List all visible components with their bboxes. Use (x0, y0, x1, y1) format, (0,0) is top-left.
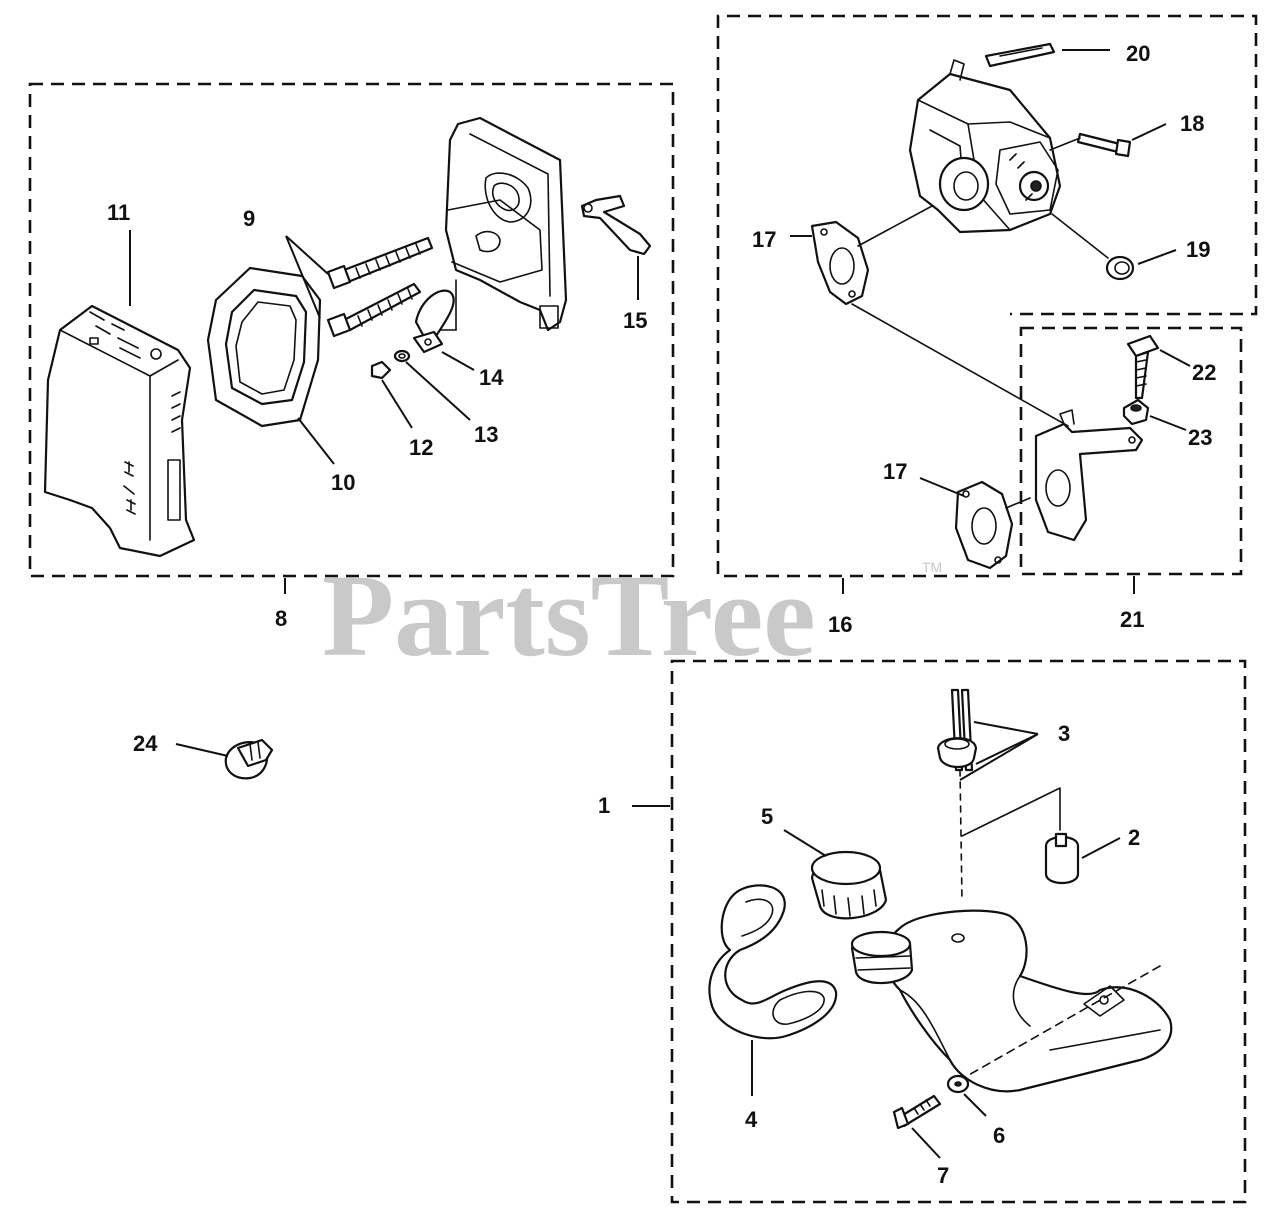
callout-15: 15 (623, 308, 647, 333)
assembly-box-air-filter (28, 82, 675, 578)
carburetor-body (908, 59, 1062, 234)
part-12-nut (370, 360, 392, 380)
callout-10: 10 (331, 470, 355, 495)
assembly-box-fuel-tank (670, 659, 1247, 1204)
part-3-fuel-lines-grommet (936, 688, 1061, 901)
part-14-choke-plate (412, 289, 455, 354)
part-10-filter-element (206, 266, 322, 428)
part-4-cap-retainer (708, 884, 838, 1096)
air-filter-base (439, 116, 568, 332)
part-22-screw (1126, 334, 1191, 400)
fuel-tank (850, 909, 1173, 1093)
callout-20: 20 (1126, 41, 1150, 66)
leader-10 (297, 417, 335, 465)
callout-22: 22 (1192, 360, 1216, 385)
part-24-primer-bulb (175, 738, 274, 780)
part-17-lower-gasket (919, 477, 1031, 570)
watermark: PartsTree (322, 550, 816, 681)
part-11-filter-cover (43, 304, 196, 558)
part-6-washer (946, 1074, 987, 1117)
assembly-box-carburetor (716, 14, 1258, 578)
watermark-trademark: TM (922, 559, 942, 575)
callout-24: 24 (133, 731, 158, 756)
callout-7: 7 (937, 1163, 949, 1188)
callout-9: 9 (243, 206, 255, 231)
callout-3: 3 (1058, 721, 1070, 746)
leader-14 (441, 351, 475, 371)
part-13-washer (393, 349, 411, 363)
callout-21: 21 (1120, 607, 1144, 632)
callout-11: 11 (107, 200, 130, 225)
part-19-oring (1051, 213, 1177, 281)
callout-2: 2 (1128, 825, 1140, 850)
part-18-screw (1049, 123, 1167, 158)
leader-13 (405, 361, 471, 421)
leader-9 (285, 235, 329, 319)
leader-12 (381, 379, 413, 429)
part-23-nut (1122, 398, 1187, 431)
callout-8: 8 (275, 606, 287, 631)
callout-17-lower: 17 (883, 459, 907, 484)
part-2-fuel-filter (1044, 832, 1121, 885)
callout-19: 19 (1186, 237, 1210, 262)
callout-16: 16 (828, 612, 852, 637)
callout-17-upper: 17 (752, 227, 776, 252)
part-7-bolt (892, 1094, 942, 1159)
part-5-fuel-cap (783, 829, 888, 920)
part-9-screws (326, 236, 434, 338)
part-15-choke-lever (580, 194, 652, 300)
callout-4: 4 (745, 1107, 758, 1132)
part-20-fuel-line (984, 42, 1110, 68)
callout-6: 6 (993, 1123, 1005, 1148)
part-21-adapter-bracket (1034, 409, 1144, 542)
part-17-upper-gasket (790, 205, 1069, 427)
callout-12: 12 (409, 435, 433, 460)
callout-14: 14 (479, 365, 504, 390)
callout-13: 13 (474, 422, 498, 447)
callout-18: 18 (1180, 111, 1204, 136)
assembly-box-adapter (1019, 326, 1243, 576)
callout-5: 5 (761, 804, 773, 829)
callout-23: 23 (1188, 425, 1212, 450)
callout-1: 1 (598, 793, 610, 818)
